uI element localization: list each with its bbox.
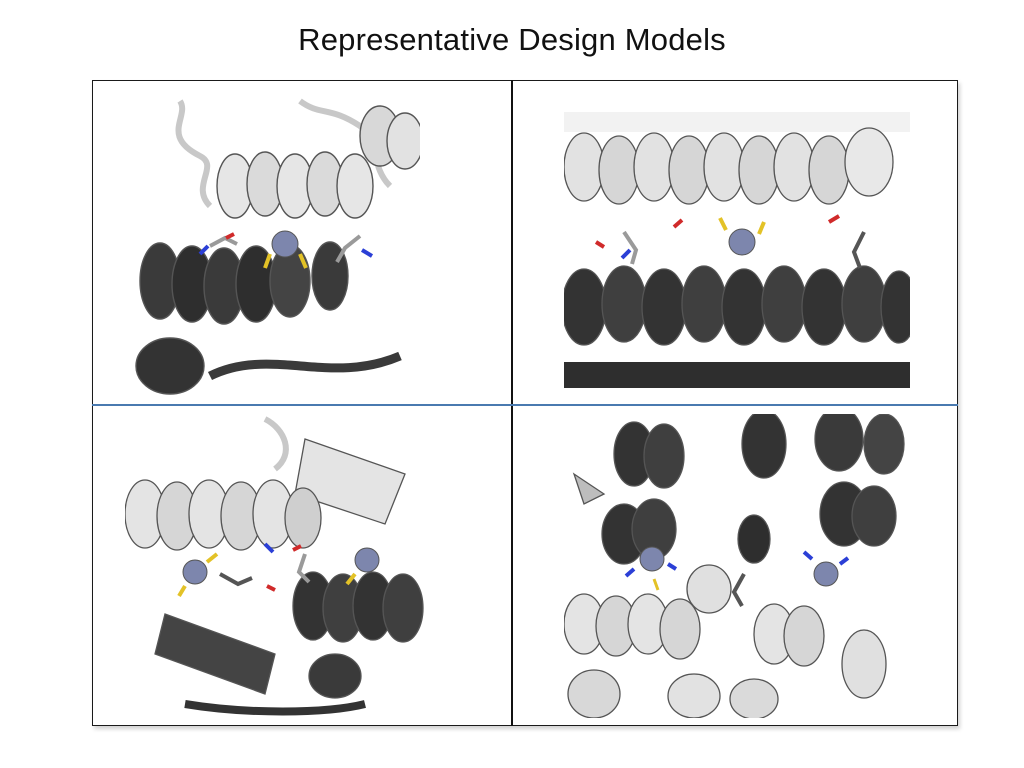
protein-structure-model-icon (135, 98, 420, 395)
design-model-panel-3 (125, 414, 443, 722)
protein-structure-model-icon (564, 414, 905, 718)
horizontal-divider (92, 404, 958, 406)
design-model-panel-1 (130, 96, 420, 396)
design-model-panel-4 (564, 414, 910, 718)
slide-title: Representative Design Models (298, 22, 726, 57)
design-model-panel-2 (564, 112, 910, 388)
protein-structure-model-icon (125, 416, 424, 716)
vertical-divider (511, 80, 513, 726)
protein-structure-model-icon (564, 112, 910, 388)
